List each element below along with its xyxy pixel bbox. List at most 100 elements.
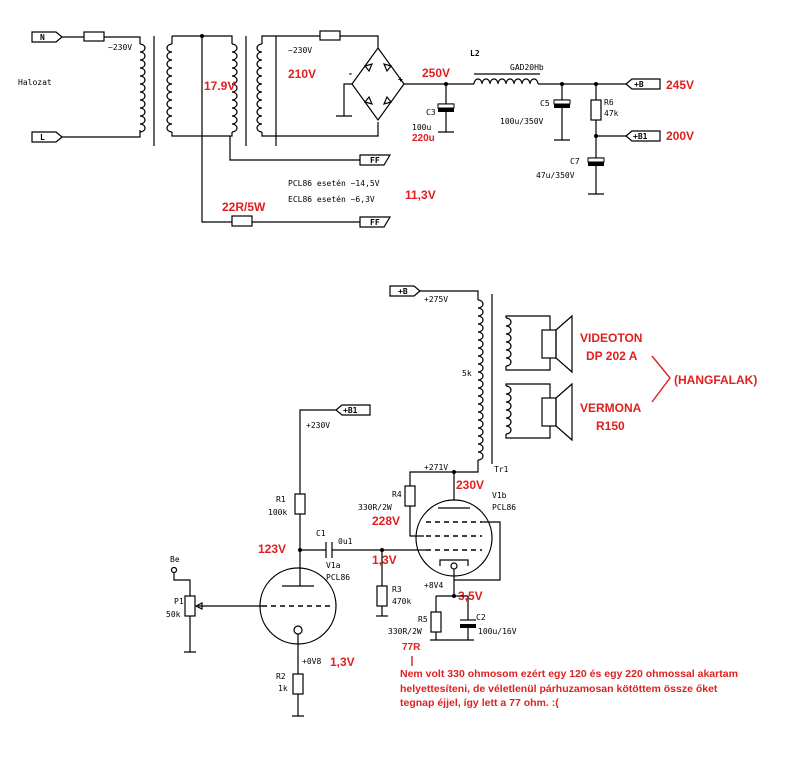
resistor-r5: [430, 611, 442, 633]
heater-voltage-red: 17.9V: [204, 79, 235, 93]
v113-red-label: 11,3V: [405, 188, 436, 202]
ff-terminal-1: FF: [359, 154, 392, 166]
r150-label: R150: [596, 419, 625, 433]
fuse-symbol: [83, 31, 105, 42]
choke-coil: [473, 78, 539, 85]
c3-name: C3: [426, 108, 436, 117]
v1b-name: V1b: [492, 491, 507, 500]
r22-red-label: 22R/5W: [222, 200, 266, 214]
power-supply-section: N L Halozat ~230V 17.9V 22R/5W FF: [18, 30, 694, 228]
mains-n-terminal: N: [31, 31, 63, 43]
v228-red-label: 228V: [372, 514, 400, 528]
v245-red-label: 245V: [666, 78, 694, 92]
ff-label-1: FF: [370, 156, 380, 165]
c1-name: C1: [316, 529, 326, 538]
c7-name: C7: [570, 157, 580, 166]
primary-voltage-label: ~230V: [108, 43, 132, 52]
capacitor-c3: [437, 84, 455, 133]
speaker-vermona: [541, 382, 573, 442]
dp202-label: DP 202 A: [586, 349, 638, 363]
tr1-label: Tr1: [494, 465, 509, 474]
r77-red-label: 77R: [402, 642, 421, 653]
secondary-voltage-red: 210V: [288, 67, 316, 81]
mains-label: Halozat: [18, 78, 52, 87]
r5-value: 330R/2W: [388, 627, 422, 636]
amp-b1-terminal: +B1: [335, 404, 371, 416]
c2-name: C2: [476, 613, 486, 622]
output-b1-terminal: +B1: [625, 130, 661, 142]
c5-name: C5: [540, 99, 550, 108]
v0v8-label: +0V8: [302, 657, 321, 666]
videoton-label: VIDEOTON: [580, 331, 642, 345]
p1-value: 50k: [166, 610, 181, 619]
pcl86-note: PCL86 esetén ~14,5V: [288, 178, 380, 188]
amp-b-terminal: +B: [389, 285, 421, 297]
c7-value: 47u/350V: [536, 171, 575, 180]
resistor-r4: [404, 485, 416, 507]
amp-b-label: +B: [398, 287, 408, 296]
note-line-2: helyettesíteni, de véletlenül párhuzamos…: [400, 683, 718, 695]
capacitor-c2: [460, 619, 476, 628]
v275-label: +275V: [424, 295, 448, 304]
r1-value: 100k: [268, 508, 287, 517]
note-line-3: tegnap éjjel, így lett a 77 ohm. :(: [400, 697, 559, 709]
ff-terminal-2: FF: [359, 216, 392, 228]
r3-name: R3: [392, 585, 402, 594]
out-b1-label: +B1: [633, 132, 648, 141]
c3-value: 100u: [412, 123, 431, 132]
amp-b1-label: +B1: [343, 406, 358, 415]
r6-name: R6: [604, 98, 614, 107]
resistor-r2: [292, 673, 304, 695]
v271-label: +271V: [424, 463, 448, 472]
secondary-coil-1: [505, 317, 512, 367]
r4-name: R4: [392, 490, 402, 499]
v123-red-label: 123V: [258, 542, 286, 556]
r2-value: 1k: [278, 684, 288, 693]
bridge-rectifier: - +: [348, 46, 405, 122]
c3-red-value: 220u: [412, 133, 435, 144]
speaker-bracket: [651, 355, 671, 403]
r3-value: 470k: [392, 597, 411, 606]
capacitor-c5: [553, 84, 571, 141]
tube-v1b: [415, 499, 493, 577]
rectified-voltage-red: 250V: [422, 66, 450, 80]
r5-name: R5: [418, 615, 428, 624]
heater-coil-right: [231, 43, 238, 133]
mains-l-terminal: L: [31, 131, 63, 143]
hangfalak-label: (HANGFALAK): [674, 373, 757, 387]
r4-value: 330R/2W: [358, 503, 392, 512]
bridge-minus: -: [348, 69, 353, 78]
speaker-videoton: [541, 314, 573, 374]
l2-value: GAD20Hb: [510, 63, 544, 72]
v13-red-label-a: 1,3V: [330, 655, 355, 669]
r6-value: 47k: [604, 109, 619, 118]
resistor-r1: [294, 493, 306, 515]
c2-value: 100u/16V: [478, 627, 517, 636]
out-b-label: +B: [634, 80, 644, 89]
tube-v1a: [259, 567, 337, 645]
output-transformer-primary: [477, 299, 484, 461]
v13-red-label-b: 1,3V: [372, 553, 397, 567]
r2-name: R2: [276, 672, 286, 681]
v1a-type: PCL86: [326, 573, 350, 582]
capacitor-c7: [587, 136, 605, 195]
resistor-r3: [376, 585, 388, 607]
v230-red-label: 230V: [456, 478, 484, 492]
v200-red-label: 200V: [666, 129, 694, 143]
c1-value: 0u1: [338, 537, 353, 546]
ecl86-note: ECL86 esetén ~6,3V: [288, 194, 375, 204]
resistor-22r: [231, 215, 253, 227]
capacitor-c1: [320, 542, 340, 558]
output-b-terminal: +B: [625, 78, 661, 90]
secondary-voltage-label: ~230V: [288, 46, 312, 55]
p1-name: P1: [174, 597, 184, 606]
r1-name: R1: [276, 495, 286, 504]
c5-value: 100u/350V: [500, 117, 544, 126]
vermona-label: VERMONA: [580, 401, 642, 415]
v1a-name: V1a: [326, 561, 341, 570]
be-label: Be: [170, 555, 180, 564]
note-line-1: Nem volt 330 ohmosom ezért egy 120 és eg…: [400, 668, 738, 680]
v35-red-label: 3,5V: [458, 589, 483, 603]
resistor-r6: [590, 99, 602, 121]
